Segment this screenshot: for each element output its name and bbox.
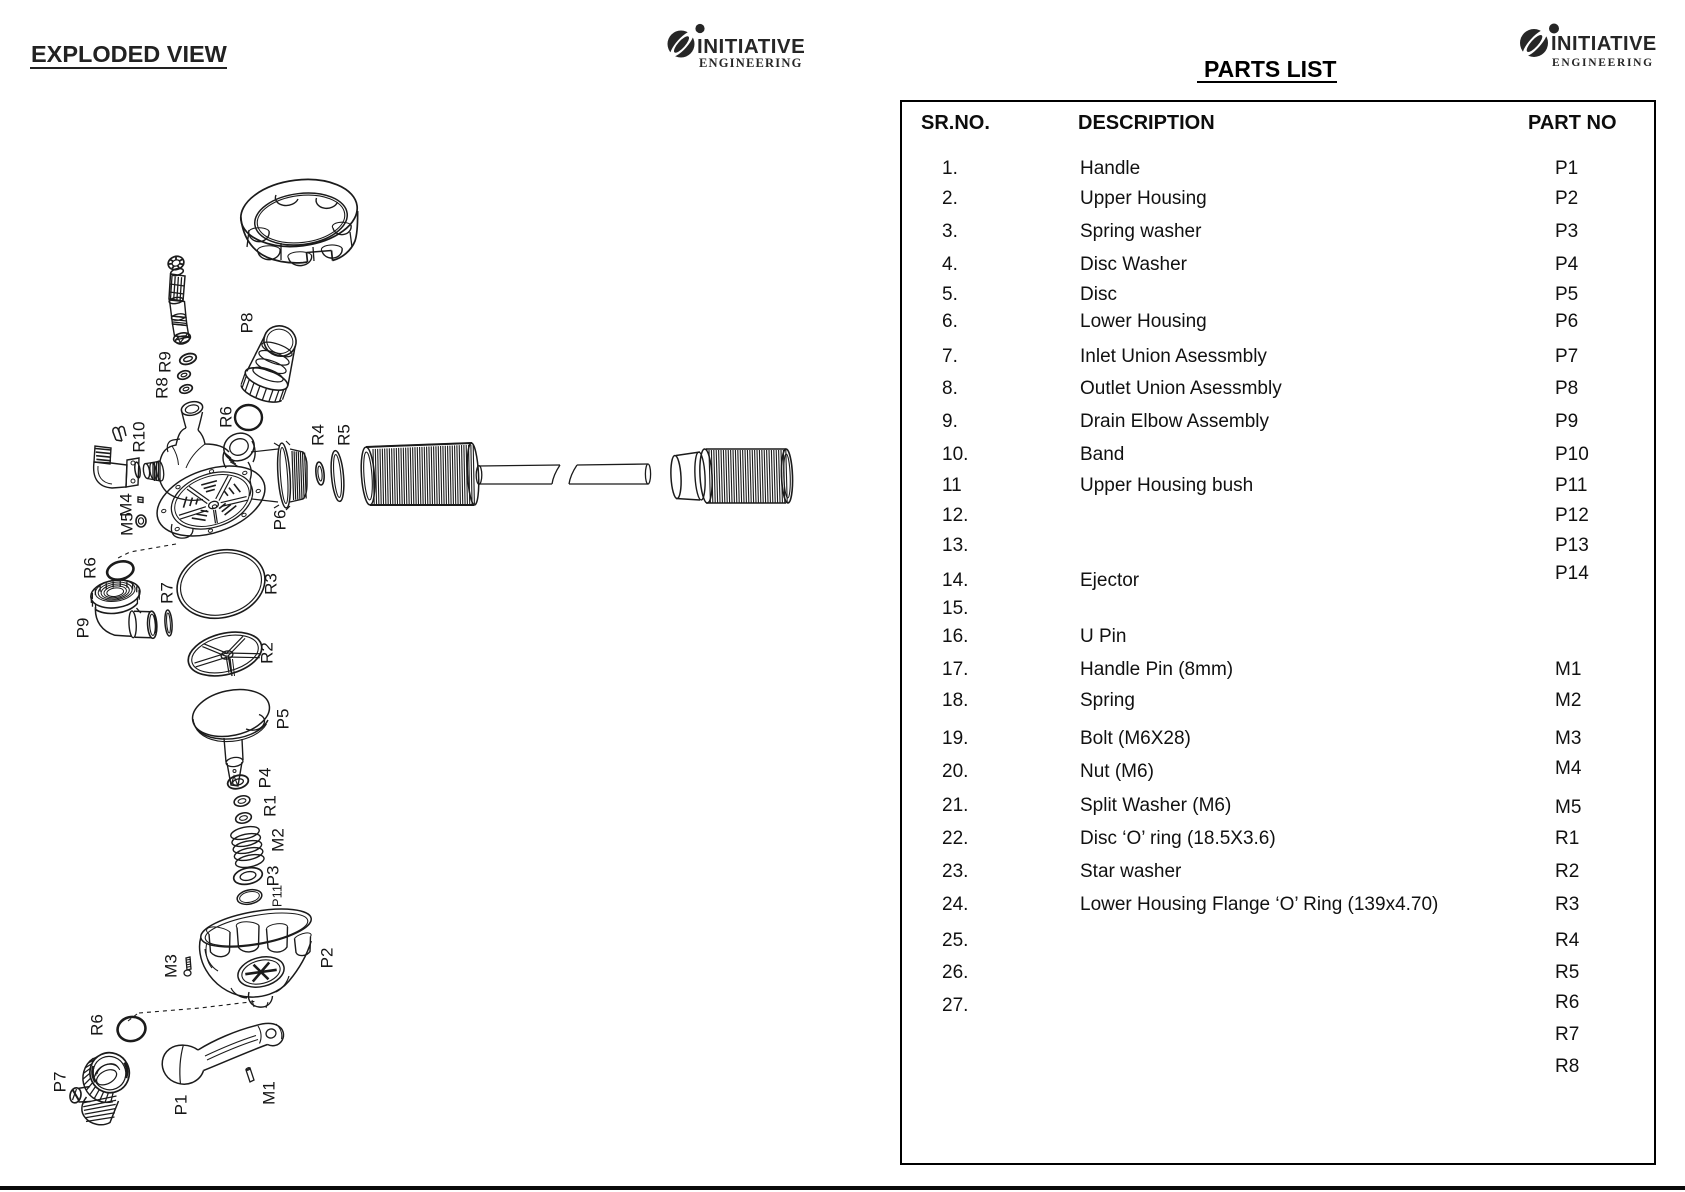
svg-text:P9: P9 (74, 618, 93, 639)
svg-text:R6: R6 (217, 406, 236, 428)
svg-text:M5: M5 (118, 512, 137, 536)
svg-text:P2: P2 (318, 948, 337, 969)
svg-text:R4: R4 (309, 424, 328, 446)
svg-text:ENGINEERING: ENGINEERING (699, 56, 803, 70)
svg-text:INITIATIVE: INITIATIVE (697, 35, 805, 58)
svg-text:R8: R8 (153, 377, 172, 399)
svg-text:R6: R6 (88, 1014, 107, 1036)
svg-text:R10: R10 (130, 421, 149, 452)
svg-text:ENGINEERING: ENGINEERING (1552, 57, 1654, 69)
svg-text:R3: R3 (262, 573, 281, 595)
svg-text:P1: P1 (172, 1095, 191, 1116)
svg-text:P11: P11 (270, 885, 285, 907)
svg-text:P6: P6 (271, 510, 290, 531)
svg-text:P7: P7 (51, 1072, 70, 1093)
svg-text:R7: R7 (158, 582, 177, 604)
svg-text:M2: M2 (269, 828, 288, 852)
svg-text:INITIATIVE: INITIATIVE (1551, 33, 1657, 55)
svg-text:M3: M3 (162, 954, 181, 978)
svg-text:P8: P8 (238, 313, 257, 334)
svg-text:R1: R1 (261, 795, 280, 817)
svg-text:P4: P4 (256, 768, 275, 789)
svg-text:P5: P5 (274, 709, 293, 730)
svg-text:P3: P3 (264, 866, 283, 887)
svg-text:R2: R2 (258, 642, 277, 664)
svg-text:R6: R6 (81, 557, 100, 579)
svg-text:M4: M4 (117, 493, 136, 517)
svg-text:R9: R9 (156, 351, 175, 373)
svg-text:R5: R5 (335, 424, 354, 446)
svg-text:M1: M1 (260, 1081, 279, 1105)
